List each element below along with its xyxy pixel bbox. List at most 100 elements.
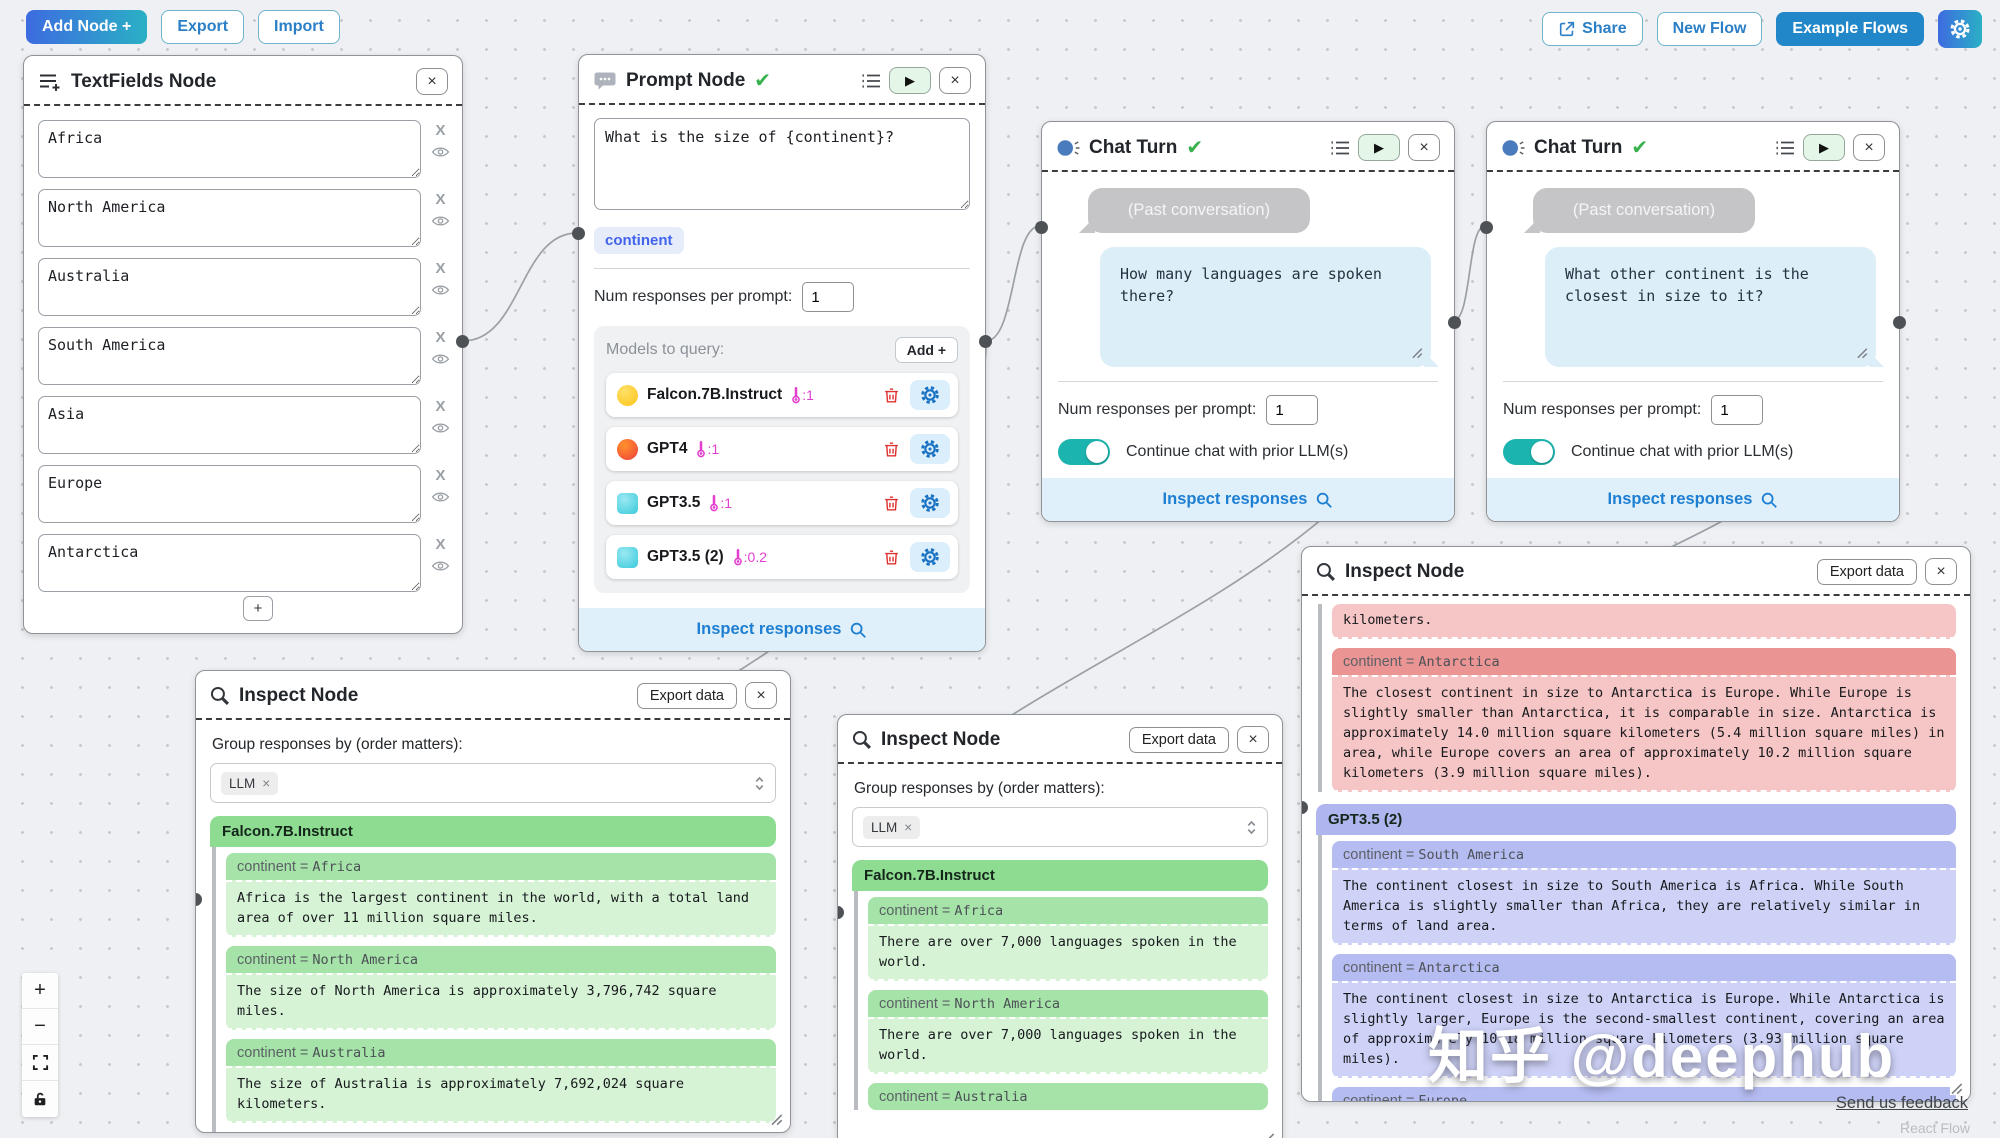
inspect-responses-footer[interactable]: Inspect responses	[1042, 478, 1454, 521]
remove-field-icon[interactable]: X	[435, 122, 446, 139]
run-play-button[interactable]: ▶	[889, 67, 931, 94]
run-play-button[interactable]: ▶	[1358, 134, 1400, 161]
num-responses-input[interactable]	[1266, 395, 1319, 425]
group-chip[interactable]: LLM×	[863, 815, 921, 839]
inspect-node[interactable]: Inspect Node Export data × Group respons…	[837, 714, 1283, 1138]
input-handle[interactable]	[838, 906, 844, 919]
model-row[interactable]: GPT4 :1	[606, 427, 958, 471]
continue-chat-toggle[interactable]	[1058, 439, 1110, 465]
add-model-button[interactable]: Add +	[894, 337, 958, 363]
model-row[interactable]: GPT3.5 (2) :0.2	[606, 535, 958, 579]
remove-field-icon[interactable]: X	[435, 536, 446, 553]
input-handle[interactable]	[196, 893, 202, 906]
response-block[interactable]: continent = Australia The size of Austra…	[226, 1039, 776, 1123]
chip-remove-icon[interactable]: ×	[904, 819, 913, 835]
num-responses-input[interactable]	[802, 282, 855, 312]
response-block[interactable]: continent = Africa Africa is the largest…	[226, 853, 776, 937]
response-block[interactable]: continent = South America The continent …	[1332, 841, 1956, 945]
response-block[interactable]: continent = North America The size of No…	[226, 946, 776, 1030]
eye-icon[interactable]	[431, 214, 450, 228]
share-button[interactable]: Share	[1542, 12, 1643, 46]
add-node-button[interactable]: Add Node +	[26, 10, 148, 44]
model-settings-gear-icon[interactable]	[910, 434, 950, 464]
trash-icon[interactable]	[882, 494, 901, 513]
model-settings-gear-icon[interactable]	[910, 380, 950, 410]
prompt-textarea[interactable]: What is the size of {continent}?	[594, 118, 970, 210]
export-data-button[interactable]: Export data	[1128, 726, 1229, 753]
fit-view-button[interactable]	[22, 1045, 58, 1081]
field-input[interactable]: South America	[38, 327, 421, 385]
chip-remove-icon[interactable]: ×	[262, 775, 271, 791]
list-menu-icon[interactable]	[861, 73, 881, 89]
field-input[interactable]: Australia	[38, 258, 421, 316]
template-variable-chip[interactable]: continent	[594, 227, 684, 254]
edge-prompt-to-chatturn1[interactable]	[985, 225, 1041, 342]
model-row[interactable]: GPT3.5 :1	[606, 481, 958, 525]
textfields-node[interactable]: TextFields Node × Africa X North America…	[23, 55, 469, 634]
chat-message-bubble[interactable]: What other continent is the closest in s…	[1545, 247, 1884, 367]
resize-grip-icon[interactable]	[1856, 347, 1868, 359]
settings-gear-button[interactable]	[1938, 10, 1982, 48]
eye-icon[interactable]	[431, 145, 450, 159]
response-block[interactable]: continent = Africa There are over 7,000 …	[868, 897, 1268, 981]
resize-grip-icon[interactable]	[1950, 1082, 1963, 1095]
trash-icon[interactable]	[882, 548, 901, 567]
remove-field-icon[interactable]: X	[435, 191, 446, 208]
field-input[interactable]: North America	[38, 189, 421, 247]
zoom-out-button[interactable]: −	[22, 1009, 58, 1045]
eye-icon[interactable]	[431, 421, 450, 435]
send-feedback-link[interactable]: Send us feedback	[1835, 1094, 1968, 1112]
zoom-in-button[interactable]: +	[22, 973, 58, 1009]
output-handle[interactable]	[1893, 316, 1906, 329]
num-responses-input[interactable]	[1711, 395, 1764, 425]
response-block[interactable]: continent = Antarctica The continent clo…	[1332, 954, 1956, 1078]
edge-textfields-to-prompt[interactable]	[462, 232, 578, 342]
eye-icon[interactable]	[431, 559, 450, 573]
resize-grip-icon[interactable]	[770, 1113, 783, 1126]
trash-icon[interactable]	[882, 386, 901, 405]
remove-field-icon[interactable]: X	[435, 329, 446, 346]
lock-button[interactable]	[22, 1081, 58, 1117]
model-row[interactable]: Falcon.7B.Instruct :1	[606, 373, 958, 417]
eye-icon[interactable]	[431, 283, 450, 297]
response-block[interactable]: continent = North America There are over…	[868, 990, 1268, 1074]
export-data-button[interactable]: Export data	[636, 682, 737, 709]
export-button[interactable]: Export	[161, 10, 245, 44]
close-icon[interactable]: ×	[745, 682, 777, 709]
list-menu-icon[interactable]	[1775, 140, 1795, 156]
field-input[interactable]: Antarctica	[38, 534, 421, 592]
resize-grip-icon[interactable]	[1262, 1132, 1275, 1138]
output-handle[interactable]	[456, 335, 469, 348]
model-settings-gear-icon[interactable]	[910, 488, 950, 518]
close-icon[interactable]: ×	[416, 68, 448, 95]
export-data-button[interactable]: Export data	[1816, 558, 1917, 585]
close-icon[interactable]: ×	[939, 67, 971, 94]
trash-icon[interactable]	[882, 440, 901, 459]
chat-turn-node[interactable]: Chat Turn ✔ ▶ × (Past conversation) How …	[1035, 121, 1461, 522]
close-icon[interactable]: ×	[1408, 134, 1440, 161]
response-block[interactable]: continent = Antarctica The closest conti…	[1332, 648, 1956, 792]
output-handle[interactable]	[979, 335, 992, 348]
input-handle[interactable]	[1035, 221, 1048, 234]
response-block[interactable]: continent = Europe The continent closest…	[1332, 1087, 1956, 1101]
group-by-select[interactable]: LLM×	[852, 807, 1268, 847]
response-block-clipped[interactable]: kilometers.	[1332, 604, 1956, 639]
prompt-node[interactable]: Prompt Node ✔ ▶ × What is the size of {c…	[572, 54, 992, 652]
import-button[interactable]: Import	[258, 10, 340, 44]
close-icon[interactable]: ×	[1925, 558, 1957, 585]
inspect-responses-footer[interactable]: Inspect responses	[579, 608, 985, 651]
list-menu-icon[interactable]	[1330, 140, 1350, 156]
eye-icon[interactable]	[431, 352, 450, 366]
run-play-button[interactable]: ▶	[1803, 134, 1845, 161]
output-handle[interactable]	[1448, 316, 1461, 329]
edge-chatturn1-to-chatturn2[interactable]	[1452, 225, 1486, 322]
inspect-node[interactable]: Inspect Node Export data × kilometers. c…	[1301, 546, 1971, 1102]
remove-field-icon[interactable]: X	[435, 467, 446, 484]
model-settings-gear-icon[interactable]	[910, 542, 950, 572]
eye-icon[interactable]	[431, 490, 450, 504]
remove-field-icon[interactable]: X	[435, 260, 446, 277]
input-handle[interactable]	[572, 227, 585, 240]
field-input[interactable]: Europe	[38, 465, 421, 523]
example-flows-button[interactable]: Example Flows	[1776, 12, 1924, 46]
group-chip[interactable]: LLM×	[221, 771, 279, 795]
